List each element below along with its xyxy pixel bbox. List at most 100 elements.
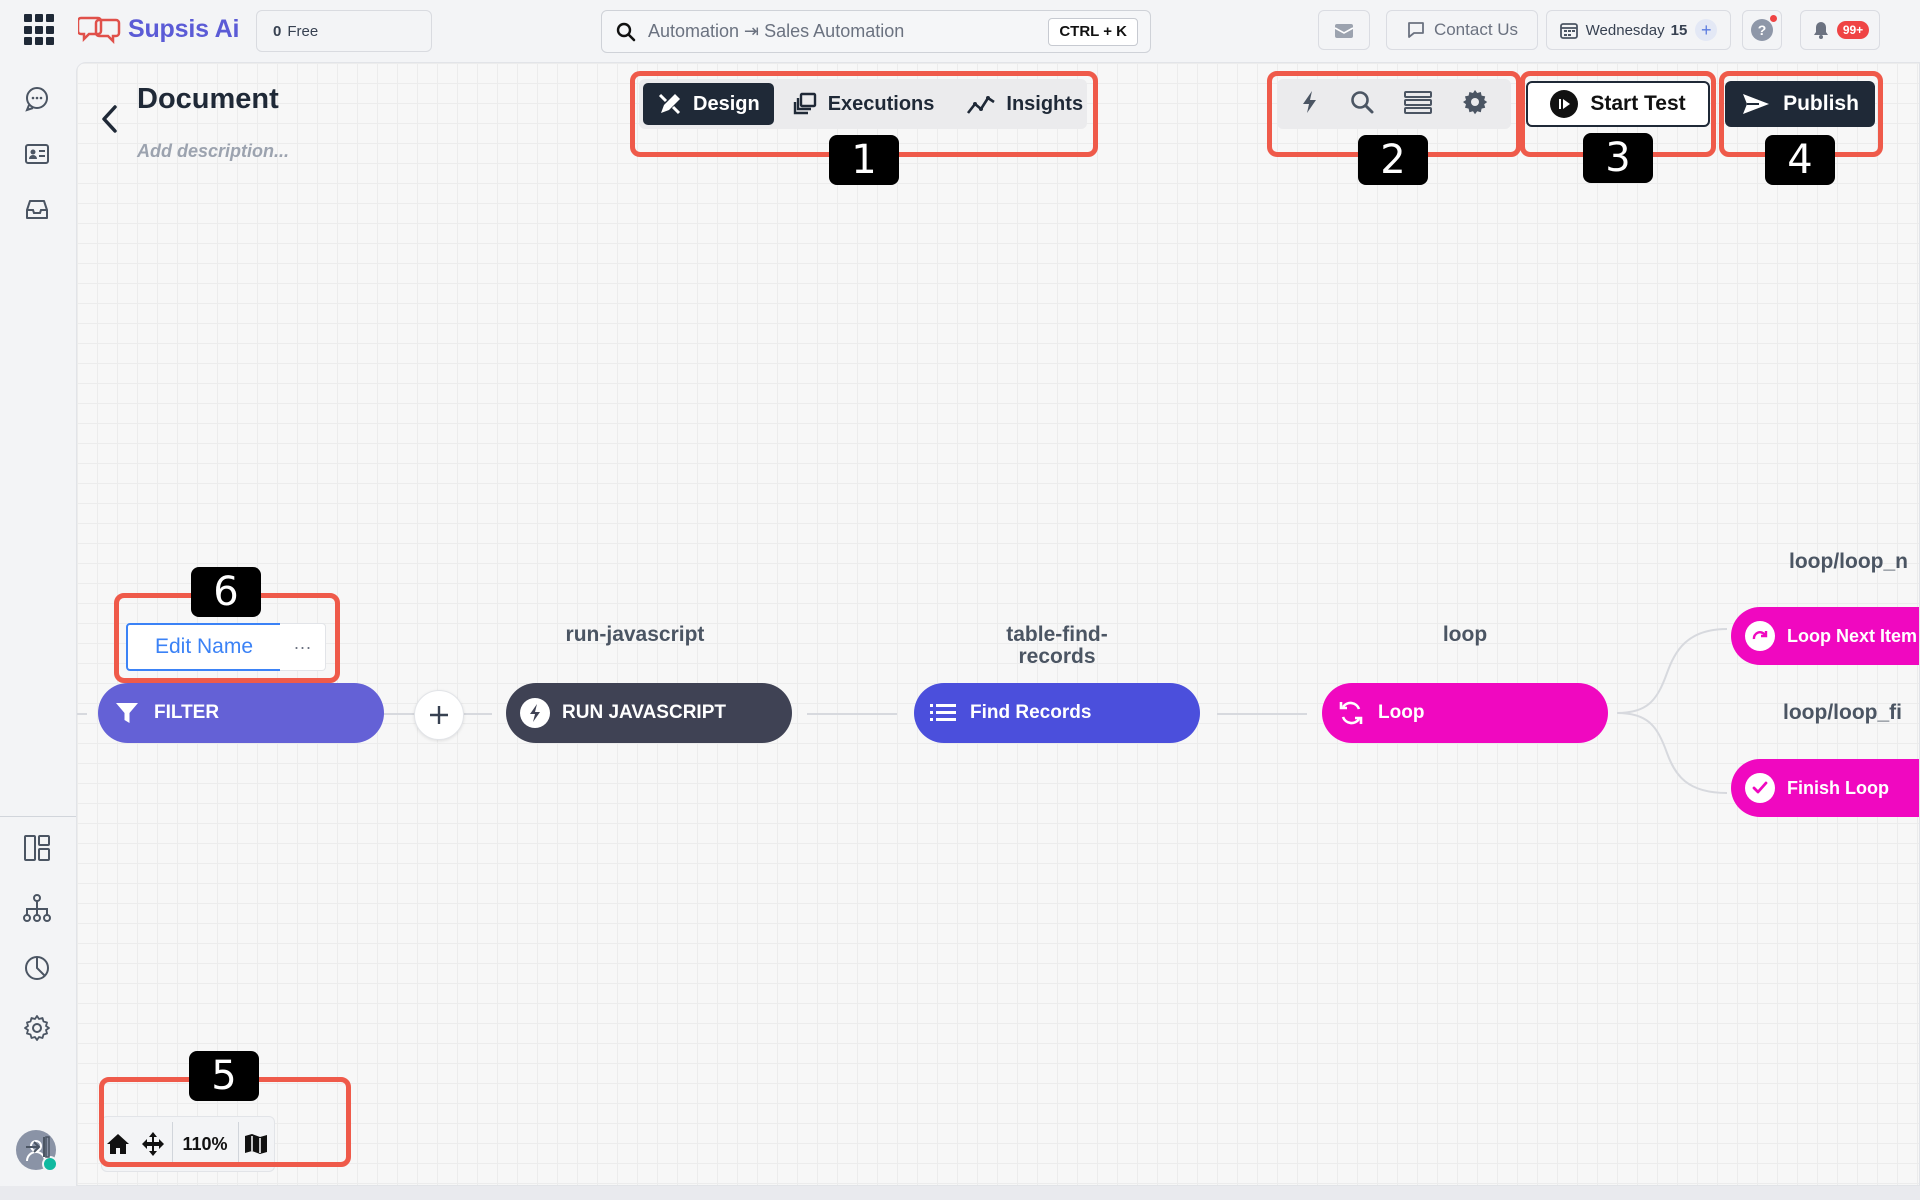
zoom-level[interactable]: 110% xyxy=(182,1133,228,1154)
sidebar-item-reports[interactable] xyxy=(20,951,54,985)
notifications-button[interactable]: 99+ xyxy=(1800,10,1880,50)
home-icon xyxy=(107,1134,130,1154)
trend-line-icon xyxy=(967,96,996,114)
plus-icon xyxy=(430,706,448,724)
back-button[interactable] xyxy=(99,103,121,143)
inbox-button[interactable] xyxy=(1318,10,1370,50)
date-number: 15 xyxy=(1670,21,1688,39)
brand-logo[interactable]: Supsis Ai xyxy=(78,12,239,46)
design-pen-icon xyxy=(658,93,681,115)
gear-icon xyxy=(1462,89,1487,114)
date-day: Wednesday xyxy=(1585,21,1665,39)
annotation-number-2: 2 xyxy=(1358,135,1428,185)
left-sidebar xyxy=(0,60,76,1200)
add-event-icon[interactable]: + xyxy=(1695,19,1718,41)
start-test-button[interactable]: Start Test xyxy=(1526,81,1710,127)
gear-icon xyxy=(24,1015,50,1041)
add-step-button[interactable] xyxy=(414,690,464,740)
credits-label: Free xyxy=(287,22,319,40)
sidebar-collapse[interactable] xyxy=(20,1130,54,1164)
credits-badge[interactable]: 0 Free xyxy=(256,10,432,52)
lightning-circle-icon xyxy=(520,698,550,728)
flow-canvas[interactable]: Document Add description... Design Execu… xyxy=(76,62,1920,1186)
top-bar: Supsis Ai 0 Free Automation ⇥ Sales Auto… xyxy=(0,0,1920,60)
loop-arrows-icon xyxy=(1336,698,1366,728)
search-icon xyxy=(616,22,636,41)
step-label-table-find-records: table-find-records xyxy=(1006,623,1108,668)
canvas-toolbar xyxy=(1277,79,1511,129)
sidebar-item-automation[interactable] xyxy=(20,891,54,925)
flow-node-finish-loop-label: Finish Loop xyxy=(1787,777,1889,798)
contact-us-button[interactable]: Contact Us xyxy=(1386,10,1538,50)
map-icon xyxy=(245,1134,268,1154)
flow-node-loop-next-item[interactable]: Loop Next Item xyxy=(1731,607,1919,665)
chat-bubble-icon xyxy=(25,87,48,112)
layout-icon xyxy=(24,835,50,861)
move-arrows-icon xyxy=(142,1132,165,1156)
brand-name: Supsis Ai xyxy=(128,14,240,43)
publish-label: Publish xyxy=(1783,92,1859,115)
list-view-button[interactable] xyxy=(1403,90,1432,119)
step-label-loop: loop xyxy=(1442,623,1488,646)
document-description[interactable]: Add description... xyxy=(137,141,290,161)
pie-chart-icon xyxy=(25,956,49,980)
publish-button[interactable]: Publish xyxy=(1725,81,1875,127)
flow-edge xyxy=(1217,713,1307,715)
magnifier-icon xyxy=(1350,90,1373,113)
sidebar-item-contacts[interactable] xyxy=(20,137,54,171)
flow-node-find-records[interactable]: Find Records xyxy=(914,683,1200,743)
calendar-icon xyxy=(1559,23,1578,39)
bottom-strip xyxy=(0,1186,1920,1200)
logo-icon xyxy=(78,16,121,44)
flow-edge xyxy=(464,713,492,715)
help-icon: ? xyxy=(1751,15,1777,41)
pan-button[interactable] xyxy=(134,1117,171,1171)
branch-connector xyxy=(1617,628,1728,794)
sidebar-item-settings[interactable] xyxy=(20,1011,54,1045)
search-bar[interactable]: Automation ⇥ Sales Automation CTRL + K xyxy=(601,10,1151,53)
minimap-toggle[interactable] xyxy=(238,1117,274,1171)
annotation-number-3: 3 xyxy=(1583,133,1653,183)
flow-edge xyxy=(807,713,897,715)
sidebar-item-dashboard[interactable] xyxy=(20,831,54,865)
tab-insights-label: Insights xyxy=(1006,92,1084,115)
node-more-button[interactable]: ··· xyxy=(280,623,326,671)
apps-grid-icon[interactable] xyxy=(24,14,56,46)
mode-tabs: Design Executions Insights xyxy=(639,79,1087,129)
branch-label-loop-finish: loop/loop_fi xyxy=(1783,701,1902,724)
flow-node-loop[interactable]: Loop xyxy=(1322,683,1608,743)
filter-funnel-icon xyxy=(112,698,142,728)
start-test-label: Start Test xyxy=(1590,92,1686,115)
flow-node-run-javascript[interactable]: RUN JAVASCRIPT xyxy=(506,683,792,743)
chevron-left-icon xyxy=(102,105,117,133)
flow-settings-button[interactable] xyxy=(1461,88,1489,121)
home-view-button[interactable] xyxy=(102,1117,134,1171)
edit-name-button[interactable]: Edit Name xyxy=(126,623,282,671)
sidebar-item-inbox[interactable] xyxy=(20,192,54,226)
flow-node-filter[interactable]: FILTER xyxy=(98,683,384,743)
list-icon xyxy=(1403,90,1432,114)
flow-node-filter-label: FILTER xyxy=(154,702,220,723)
lightning-icon xyxy=(1302,90,1316,113)
list-bullets-icon xyxy=(928,698,958,728)
annotation-number-5: 5 xyxy=(189,1051,259,1101)
help-button[interactable]: ? xyxy=(1742,10,1782,50)
trigger-button[interactable] xyxy=(1300,89,1320,120)
tab-design[interactable]: Design xyxy=(643,83,774,125)
document-title[interactable]: Document xyxy=(137,83,279,115)
flow-edge xyxy=(377,713,417,715)
search-steps-button[interactable] xyxy=(1349,89,1375,120)
annotation-number-6: 6 xyxy=(191,567,261,617)
search-text: Automation ⇥ Sales Automation xyxy=(648,21,905,41)
flow-node-finish-loop[interactable]: Finish Loop xyxy=(1731,759,1919,817)
next-item-icon xyxy=(1745,621,1775,651)
flow-tree-icon xyxy=(23,894,51,922)
executions-stack-icon xyxy=(793,92,816,115)
contact-card-icon xyxy=(25,144,49,164)
date-widget[interactable]: Wednesday 15 + xyxy=(1546,10,1731,50)
tab-executions[interactable]: Executions xyxy=(778,83,949,125)
check-circle-icon xyxy=(1745,773,1775,803)
branch-label-loop-next: loop/loop_n xyxy=(1789,550,1908,573)
sidebar-item-chat[interactable] xyxy=(20,82,54,116)
tab-insights[interactable]: Insights xyxy=(952,83,1097,125)
